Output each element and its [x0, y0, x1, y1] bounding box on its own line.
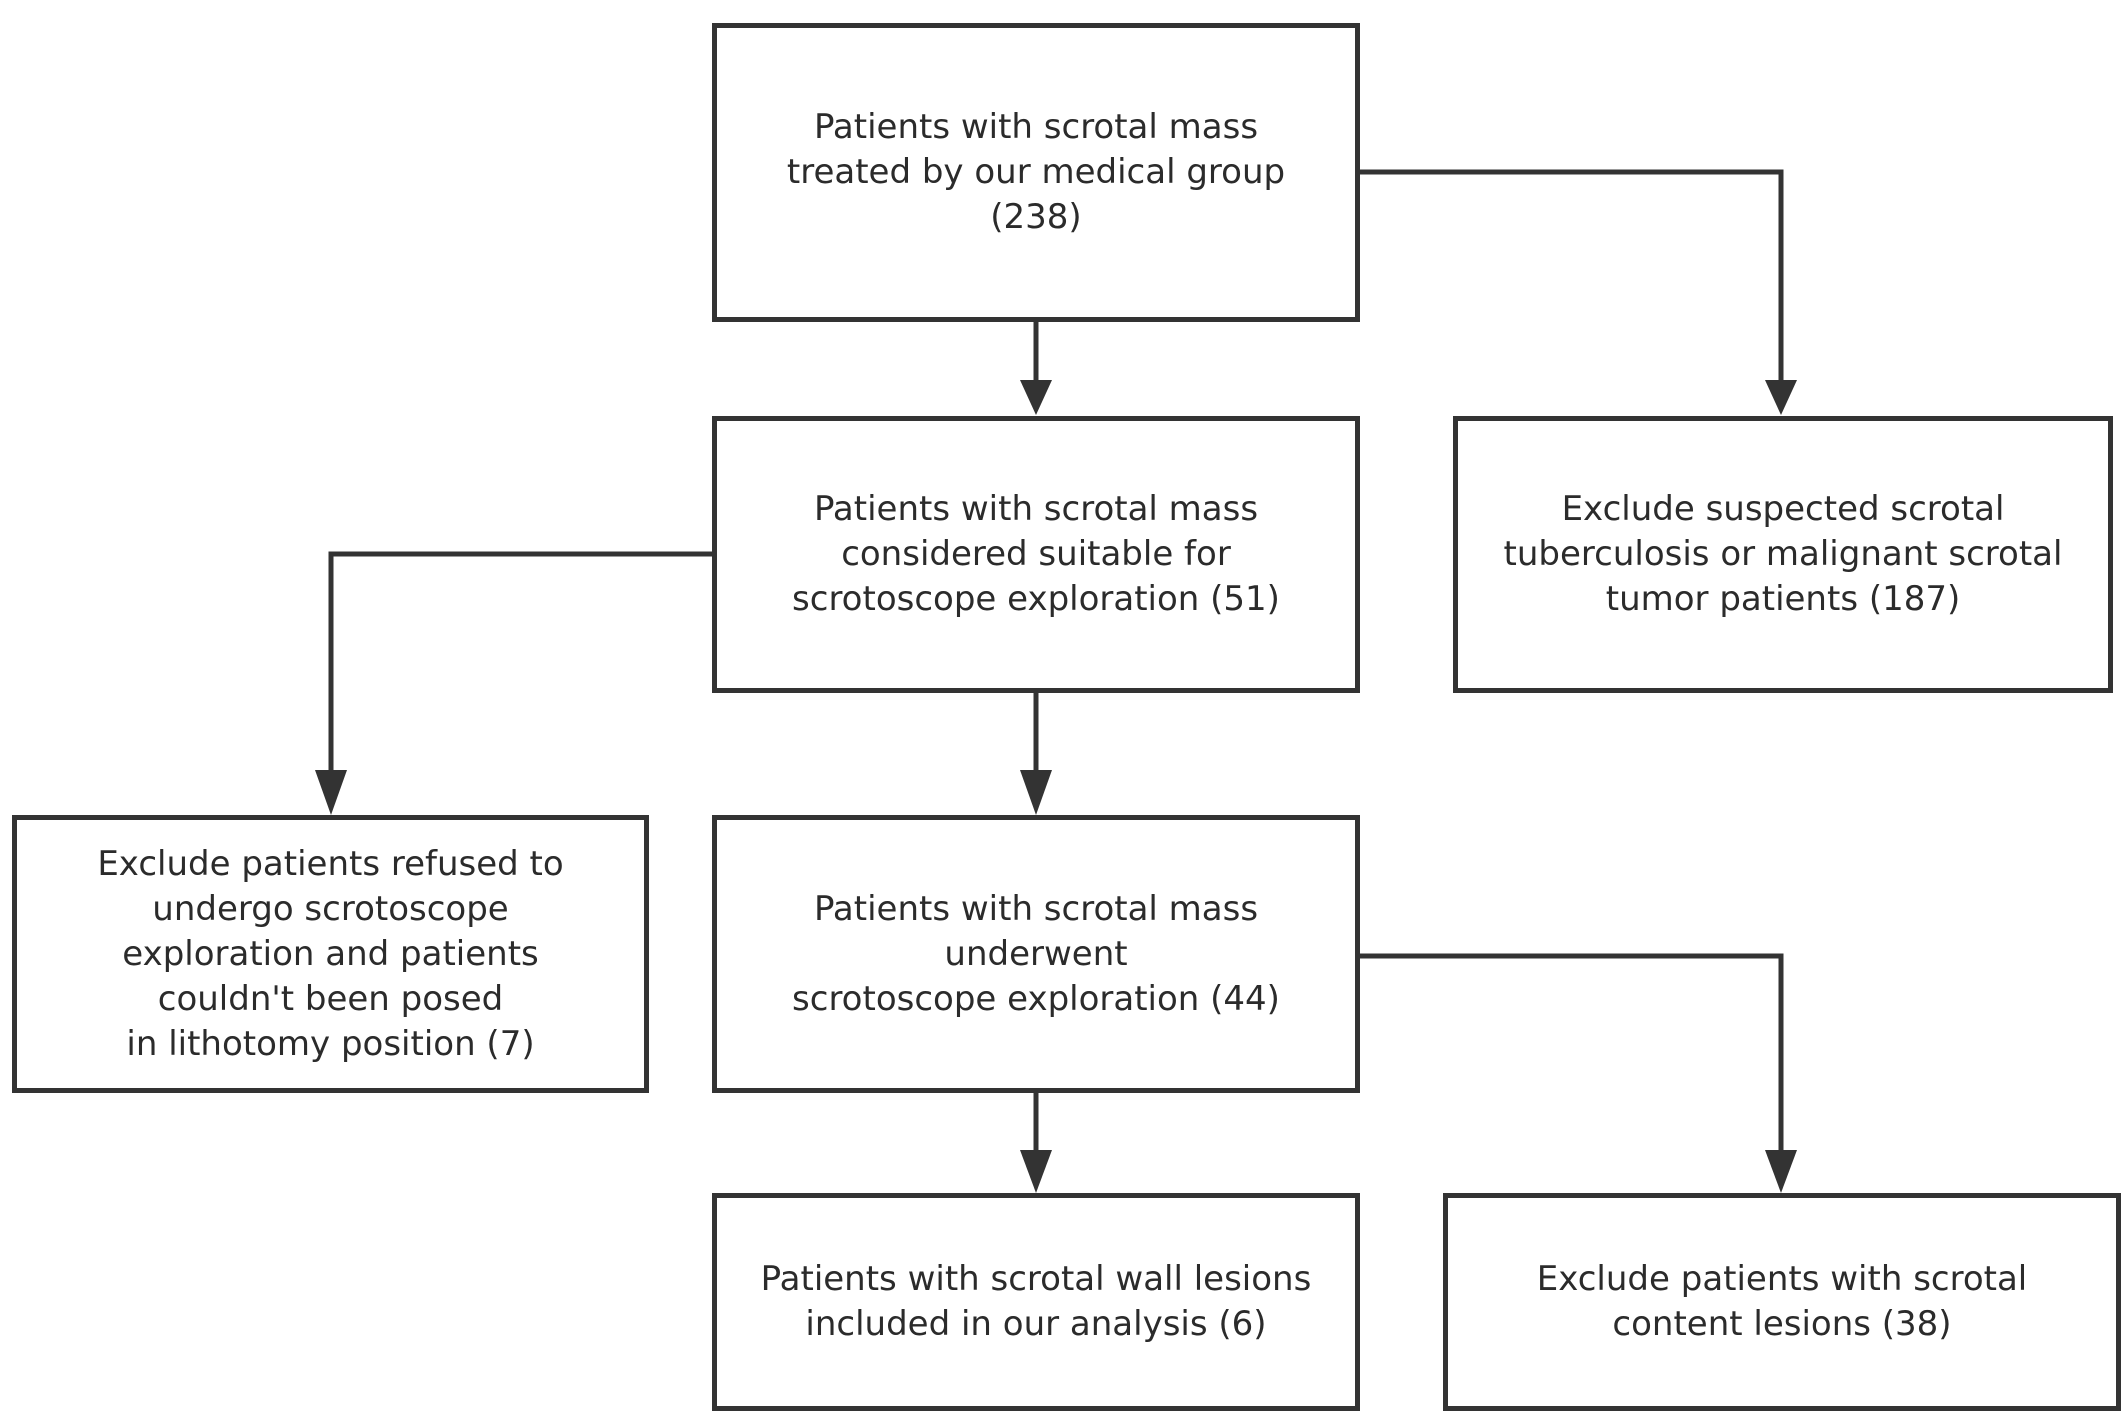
node-exclude-refused-text: Exclude patients refused to undergo scro… [97, 843, 564, 1064]
connector-initial-to-exclude-suspected [1360, 169, 1784, 385]
arrowhead-icon [315, 770, 347, 815]
node-exclude-content: Exclude patients with scrotal content le… [1443, 1193, 2121, 1411]
connector-suitable-to-exclude-refused [328, 551, 712, 775]
node-underwent-text: Patients with scrotal mass underwent scr… [792, 888, 1280, 1019]
node-suitable: Patients with scrotal mass considered su… [712, 416, 1360, 693]
node-underwent: Patients with scrotal mass underwent scr… [712, 815, 1360, 1093]
node-exclude-content-text: Exclude patients with scrotal content le… [1536, 1259, 2028, 1344]
node-exclude-suspected: Exclude suspected scrotal tuberculosis o… [1453, 416, 2113, 693]
node-exclude-suspected-text: Exclude suspected scrotal tuberculosis o… [1503, 489, 2063, 619]
arrowhead-icon [1020, 380, 1052, 415]
node-initial-text: Patients with scrotal mass treated by ou… [786, 107, 1286, 237]
arrowhead-icon [1020, 1150, 1052, 1193]
node-initial: Patients with scrotal mass treated by ou… [712, 23, 1360, 322]
connector-underwent-to-exclude-content [1360, 953, 1784, 1155]
node-suitable-text: Patients with scrotal mass considered su… [792, 489, 1280, 619]
arrowhead-icon [1020, 770, 1052, 815]
arrowhead-icon [1765, 380, 1797, 415]
arrowhead-icon [1765, 1150, 1797, 1193]
node-included: Patients with scrotal wall lesions inclu… [712, 1193, 1360, 1411]
node-included-text: Patients with scrotal wall lesions inclu… [760, 1259, 1312, 1344]
node-exclude-refused: Exclude patients refused to undergo scro… [12, 815, 649, 1093]
